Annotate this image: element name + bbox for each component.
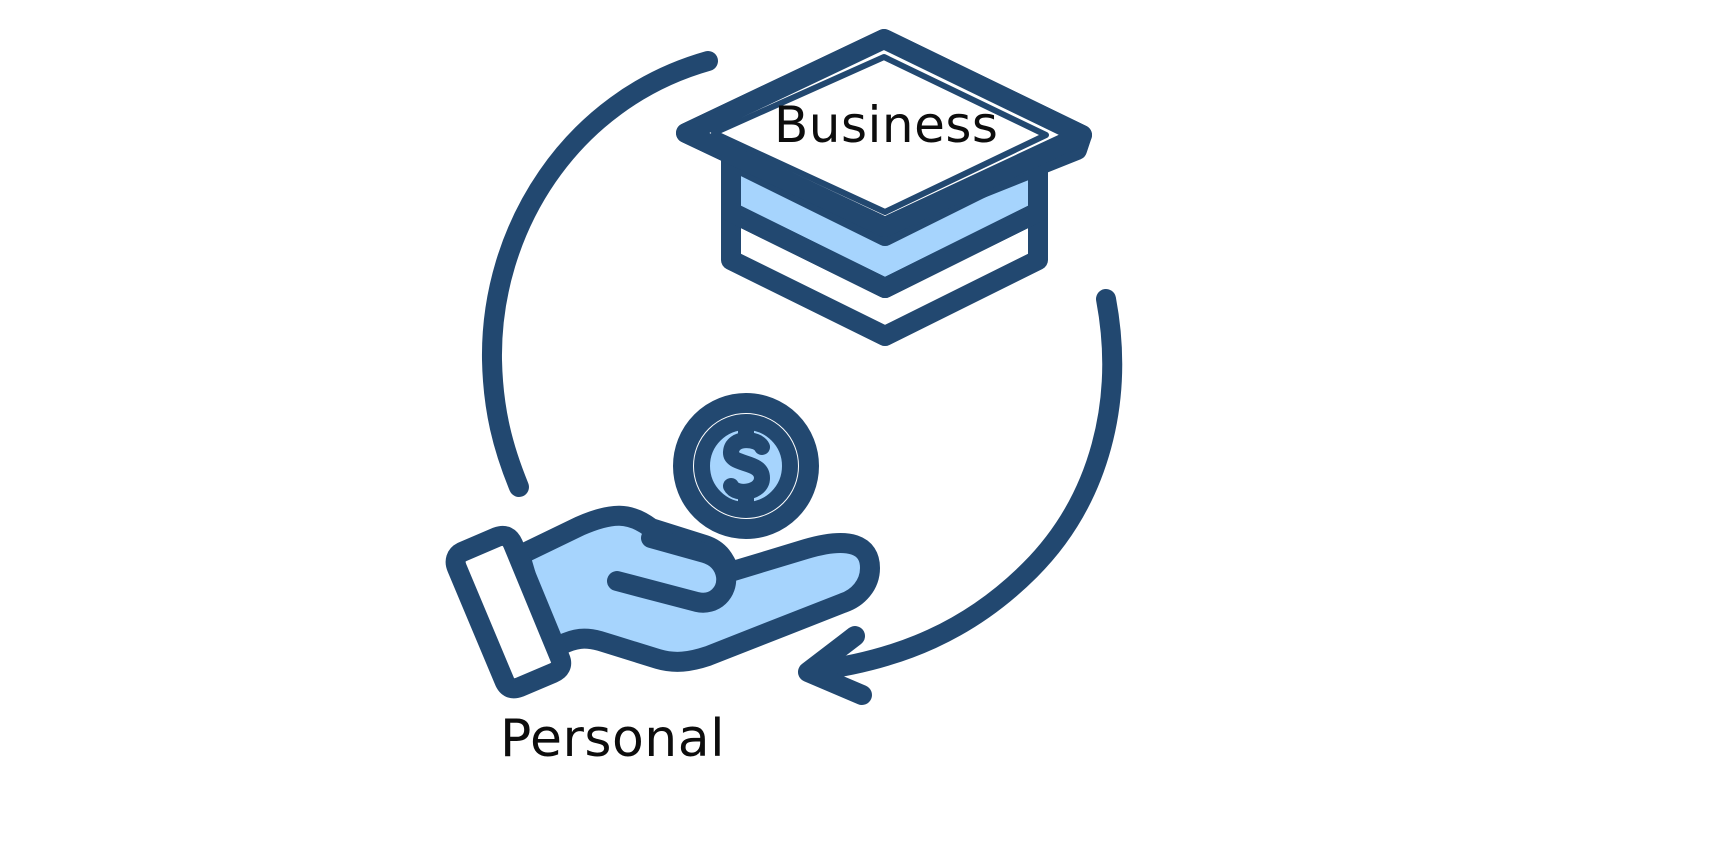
right-cycle-arc: [804, 289, 1123, 681]
hand-holding-dollar-icon: [445, 505, 880, 699]
dollar-coin-icon: [673, 393, 819, 539]
arrowhead-icon: [798, 626, 872, 705]
left-cycle-arc: [481, 51, 718, 497]
personal-label: Personal: [500, 709, 726, 769]
business-label: Business: [774, 96, 999, 154]
graduation-cap-icon: [676, 29, 1092, 346]
